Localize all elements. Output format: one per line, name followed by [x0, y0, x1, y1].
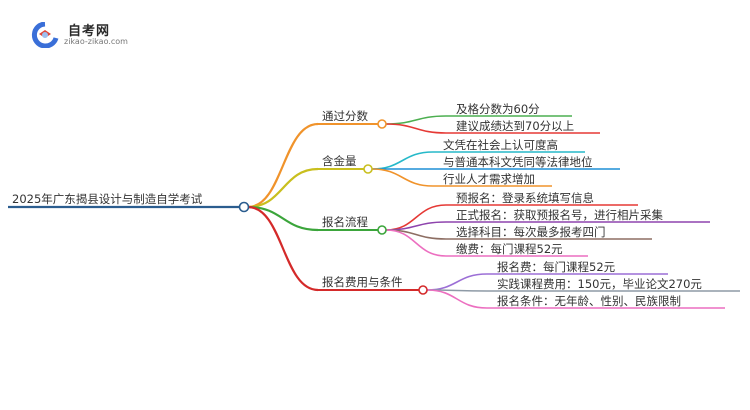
leaf-connector — [426, 273, 488, 291]
leaf-label: 建议成绩达到70分以上 — [456, 119, 574, 133]
branch-label: 报名流程 — [322, 215, 368, 229]
root-topic-label: 2025年广东揭县设计与制造自学考试 — [12, 192, 203, 206]
leaf-label: 报名条件：无年龄、性别、民族限制 — [497, 294, 681, 308]
branch-node-dot[interactable] — [418, 285, 428, 295]
branch-connector — [247, 205, 319, 232]
branch-node-dot[interactable] — [363, 164, 373, 174]
branch-connector — [247, 122, 319, 209]
branch-node-dot[interactable] — [377, 225, 387, 235]
leaf-label: 与普通本科文凭同等法律地位 — [443, 155, 593, 169]
root-node-dot[interactable] — [238, 201, 250, 213]
leaf-label: 缴费：每门课程52元 — [456, 242, 563, 256]
leaf-connector — [371, 151, 434, 170]
leaf-connector — [385, 123, 447, 134]
branch-label: 含金量 — [322, 154, 357, 168]
mind-map-nodes: 2025年广东揭县设计与制造自学考试 通过分数 及格分数为60分建议成绩达到70分以… — [12, 102, 702, 308]
site-logo[interactable]: 自考网 zikao-zikao.com — [30, 18, 140, 50]
leaf-label: 行业人才需求增加 — [443, 172, 535, 186]
leaf-label: 文凭在社会上认可度高 — [443, 138, 558, 152]
leaf-connector — [371, 168, 434, 187]
branch-label: 报名费用与条件 — [322, 275, 403, 289]
branch-connector — [247, 205, 319, 292]
logo-mark-icon — [31, 22, 59, 48]
leaf-label: 实践课程费用：150元，毕业论文270元 — [497, 277, 702, 291]
leaf-label: 报名费：每门课程52元 — [497, 260, 616, 274]
leaf-label: 选择科目：每次最多报考四门 — [456, 225, 606, 239]
branch-label: 通过分数 — [322, 109, 368, 123]
leaf-label: 预报名：登录系统填写信息 — [456, 191, 594, 205]
leaf-label: 及格分数为60分 — [456, 102, 540, 116]
leaf-connector — [426, 289, 488, 309]
logo-brand-text: 自考网 — [68, 24, 111, 39]
leaf-connector — [385, 115, 447, 125]
branch-connector — [247, 167, 319, 209]
leaf-label: 正式报名：获取预报名号，进行相片采集 — [456, 208, 663, 222]
leaf-connector — [385, 229, 447, 257]
branch-node-dot[interactable] — [377, 119, 387, 129]
logo-url-text: zikao-zikao.com — [64, 37, 128, 46]
mind-map-links — [8, 115, 740, 309]
